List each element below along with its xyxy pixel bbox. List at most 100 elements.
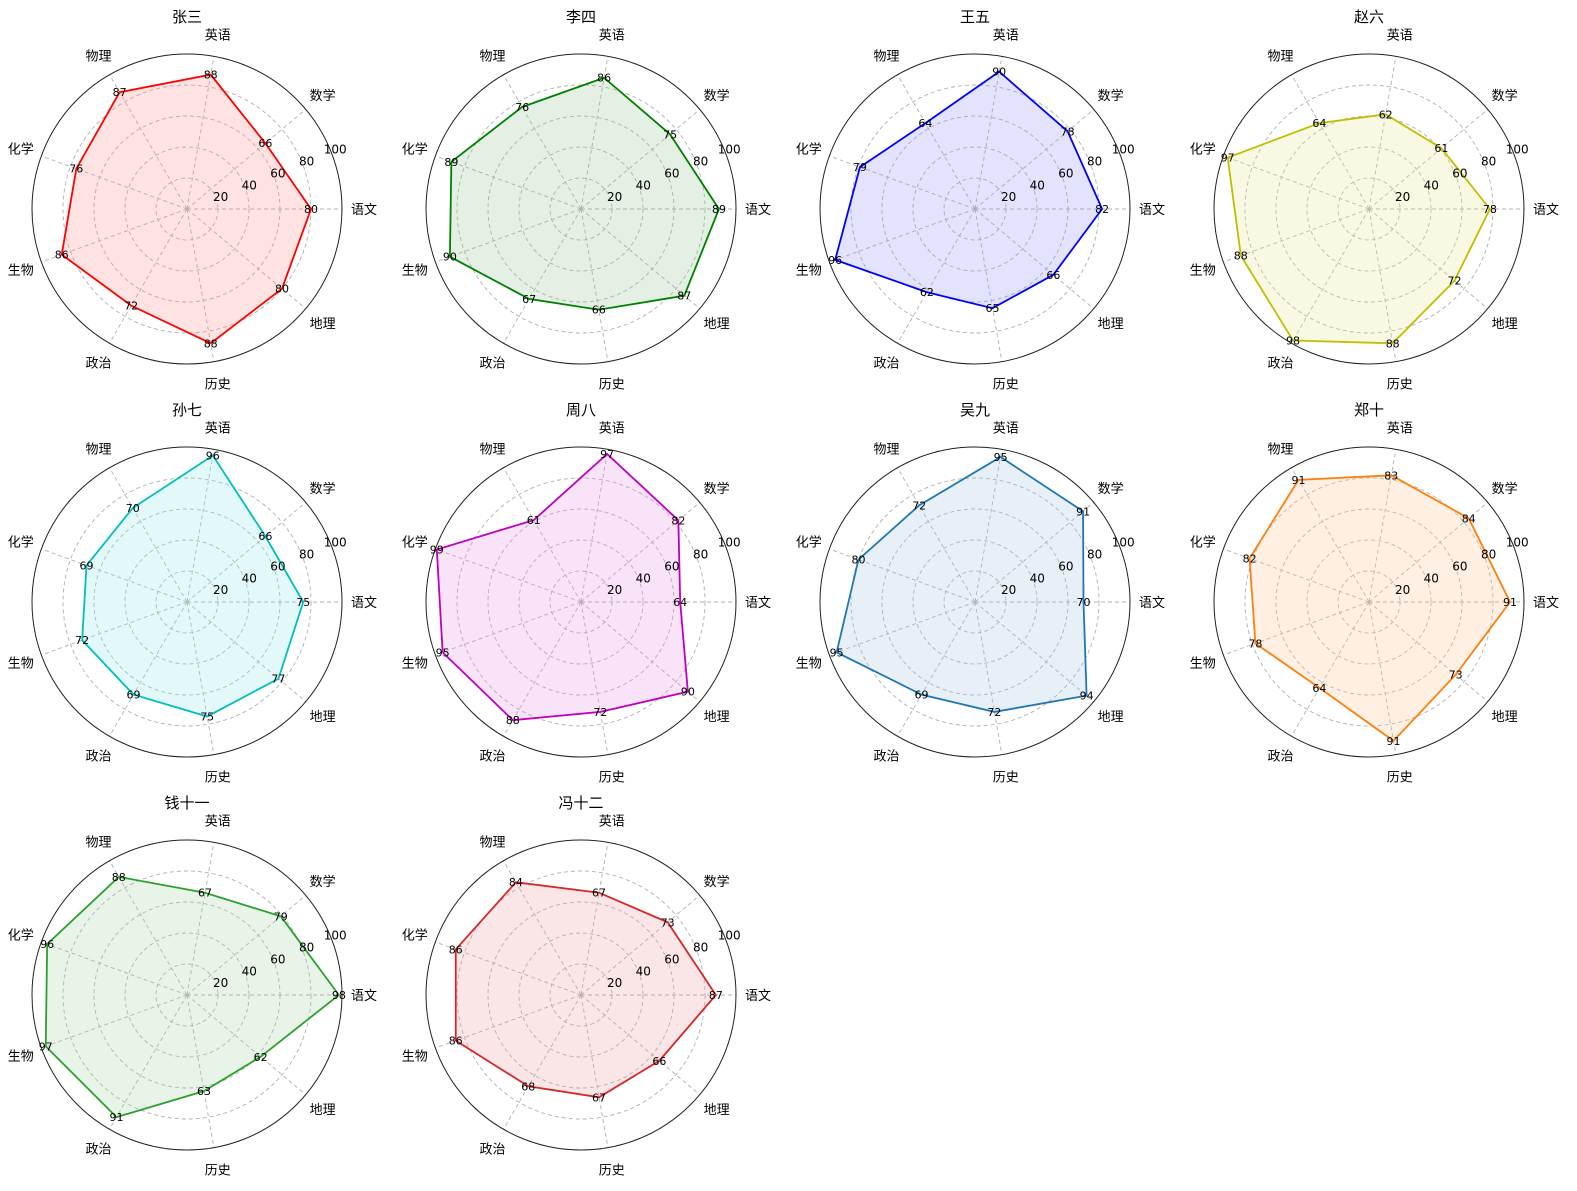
value-label: 89: [444, 156, 458, 169]
series-line: [449, 76, 720, 311]
grid-circle: [62, 477, 312, 727]
category-label: 化学: [796, 535, 822, 551]
radial-tick-label: 100: [324, 929, 347, 943]
category-label: 化学: [1190, 535, 1216, 551]
radial-tick-label: 20: [1001, 583, 1016, 597]
category-label: 化学: [402, 142, 428, 158]
radial-tick-label: 80: [693, 155, 708, 169]
category-label: 历史: [205, 770, 231, 785]
value-label: 97: [39, 1040, 53, 1053]
grid-spoke: [503, 994, 582, 1130]
category-label: 物理: [85, 50, 111, 65]
value-label: 77: [271, 673, 285, 686]
category-label: 数学: [704, 874, 730, 890]
value-label: 86: [449, 1035, 463, 1048]
polar-frame: [31, 53, 343, 365]
value-label: 84: [1462, 512, 1476, 525]
value-label: 62: [254, 1051, 268, 1064]
grid-spoke: [580, 601, 609, 755]
grid-spoke: [109, 467, 188, 603]
category-label: 语文: [1533, 203, 1559, 218]
grid-circle: [124, 146, 250, 272]
value-label: 82: [1095, 203, 1109, 216]
value-label: 80: [304, 203, 318, 216]
radial-tick-label: 40: [242, 964, 257, 978]
category-label: 历史: [205, 1163, 231, 1178]
grid-spoke: [503, 208, 582, 344]
chart-title: 赵六: [1354, 8, 1384, 26]
value-label: 72: [987, 706, 1001, 719]
grid-spoke: [1368, 56, 1397, 210]
category-label: 地理: [310, 317, 336, 332]
grid-circle: [518, 539, 644, 665]
radial-tick-label: 20: [607, 190, 622, 204]
value-label: 66: [652, 1055, 666, 1068]
category-label: 生物: [402, 657, 428, 672]
grid-spoke: [580, 895, 701, 996]
category-label: 生物: [402, 264, 428, 279]
value-label: 66: [258, 530, 272, 543]
value-label: 72: [912, 499, 926, 512]
grid-spoke: [1368, 109, 1489, 210]
value-label: 90: [992, 66, 1006, 79]
category-label: 化学: [8, 928, 34, 944]
category-label: 物理: [1267, 443, 1293, 458]
grid-spoke: [109, 994, 188, 1130]
category-label: 化学: [796, 142, 822, 158]
grid-spoke: [435, 155, 582, 210]
radial-tick-label: 80: [1087, 155, 1102, 169]
category-label: 生物: [796, 264, 822, 279]
radial-tick-label: 40: [636, 964, 651, 978]
category-label: 英语: [599, 422, 625, 437]
category-label: 英语: [1387, 422, 1413, 437]
category-label: 生物: [8, 264, 34, 279]
radial-tick-label: 100: [324, 143, 347, 157]
category-label: 语文: [745, 596, 771, 611]
radial-tick-label: 60: [1058, 166, 1073, 180]
series-line: [81, 454, 305, 718]
category-label: 英语: [599, 29, 625, 44]
grid-spoke: [580, 208, 609, 362]
value-label: 95: [994, 451, 1008, 464]
grid-spoke: [41, 548, 188, 603]
value-label: 99: [430, 544, 444, 557]
radial-tick-label: 40: [242, 571, 257, 585]
grid-spoke: [974, 208, 1095, 309]
category-label: 数学: [1098, 481, 1124, 497]
value-label: 72: [124, 300, 138, 313]
grid-spoke: [186, 994, 307, 1095]
category-label: 政治: [873, 749, 899, 764]
value-label: 70: [126, 502, 140, 515]
radial-tick-label: 60: [1058, 559, 1073, 573]
radial-tick-label: 60: [270, 166, 285, 180]
grid-spoke: [41, 155, 188, 210]
radial-tick-label: 100: [324, 536, 347, 550]
grid-circle: [850, 477, 1100, 727]
radial-tick-label: 60: [1452, 559, 1467, 573]
radial-tick-label: 20: [213, 583, 228, 597]
value-label: 88: [506, 714, 520, 727]
grid-spoke: [1368, 208, 1397, 362]
series-fill: [449, 77, 719, 310]
grid-spoke: [580, 208, 701, 309]
radial-tick-label: 40: [1030, 178, 1045, 192]
category-label: 生物: [8, 1050, 34, 1065]
radar-chart-1: 20406080100语文数学英语物理化学生物政治历史地理80668887768…: [8, 8, 377, 392]
category-label: 语文: [351, 203, 377, 218]
value-label: 94: [1080, 690, 1094, 703]
grid-spoke: [186, 208, 307, 309]
radial-tick-label: 100: [718, 929, 741, 943]
value-label: 98: [1286, 335, 1300, 348]
grid-spoke: [186, 601, 215, 755]
chart-title: 李四: [566, 8, 596, 26]
category-label: 数学: [704, 88, 730, 104]
value-label: 90: [681, 686, 695, 699]
value-label: 69: [80, 559, 94, 572]
grid-spoke: [1291, 467, 1370, 603]
value-label: 64: [1312, 117, 1326, 130]
value-label: 72: [75, 634, 89, 647]
grid-spoke: [109, 74, 188, 210]
series-line: [1226, 113, 1491, 345]
grid-spoke: [41, 941, 188, 996]
value-label: 69: [915, 689, 929, 702]
